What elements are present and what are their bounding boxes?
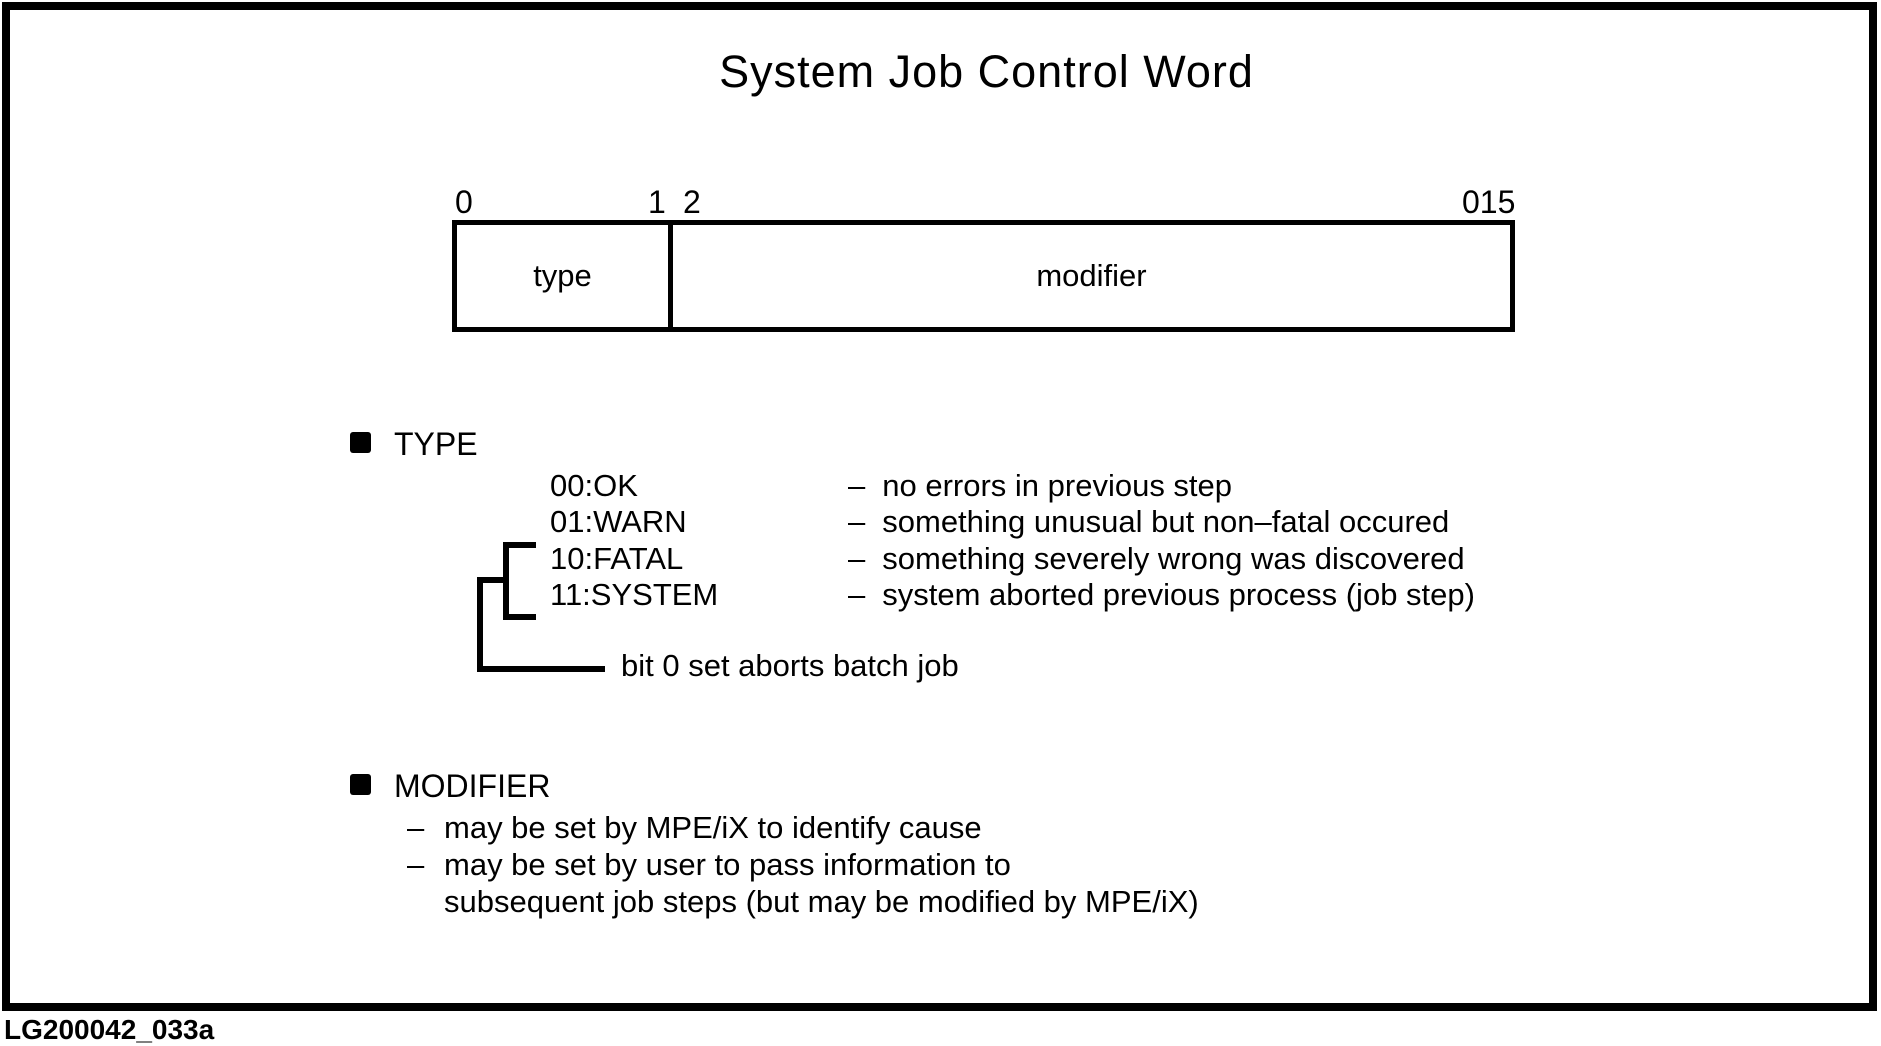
bracket-note: bit 0 set aborts batch job — [621, 648, 959, 683]
outer-bracket-vertical — [477, 577, 483, 672]
job-control-word-box: type modifier — [452, 220, 1515, 332]
type-desc-text: no errors in previous step — [882, 468, 1233, 503]
dash-glyph: – — [407, 810, 425, 845]
modifier-field-cell: modifier — [673, 225, 1510, 327]
dash-glyph: – — [848, 504, 866, 539]
type-desc-text: something unusual but non–fatal occured — [882, 504, 1450, 539]
modifier-field-label: modifier — [1036, 258, 1147, 293]
dash-glyph: – — [407, 847, 425, 882]
type-desc-text: system aborted previous process (job ste… — [882, 577, 1475, 612]
dash-glyph: – — [848, 468, 866, 503]
slide-title: System Job Control Word — [719, 46, 1254, 97]
modifier-item-text: may be set by user to pass information t… — [444, 847, 1011, 882]
type-desc-text: something severely wrong was discovered — [882, 541, 1465, 576]
modifier-item-text: subsequent job steps (but may be modifie… — [444, 884, 1199, 919]
modifier-item-text: may be set by MPE/iX to identify cause — [444, 810, 982, 845]
bit-label-0: 0 — [455, 184, 473, 220]
type-code: 01:WARN — [550, 504, 687, 539]
inner-bracket-bottom-arm — [503, 614, 536, 620]
type-field-cell: type — [457, 225, 673, 327]
type-field-label: type — [533, 258, 592, 293]
type-section-heading: TYPE — [394, 426, 478, 462]
type-desc: –no errors in previous step — [848, 468, 1232, 504]
type-desc: –something severely wrong was discovered — [848, 541, 1465, 577]
type-code: 10:FATAL — [550, 541, 684, 576]
figure-id: LG200042_033a — [4, 1014, 215, 1045]
type-desc: –system aborted previous process (job st… — [848, 577, 1475, 613]
inner-bracket-top-arm — [503, 542, 536, 548]
bit-label-15: 015 — [1462, 184, 1516, 220]
type-desc: –something unusual but non–fatal occured — [848, 504, 1449, 540]
type-code: 00:OK — [550, 468, 638, 503]
modifier-bullet-icon — [350, 774, 371, 795]
bit-label-1: 1 — [648, 184, 666, 220]
type-code: 11:SYSTEM — [550, 577, 719, 612]
outer-bracket-stub — [477, 577, 509, 583]
outer-bracket-leader-line — [477, 666, 605, 672]
slide-border-frame — [2, 2, 1877, 1011]
bit-label-2: 2 — [683, 184, 701, 220]
dash-glyph: – — [848, 577, 866, 612]
dash-glyph: – — [848, 541, 866, 576]
type-bullet-icon — [350, 432, 371, 453]
modifier-section-heading: MODIFIER — [394, 768, 551, 804]
